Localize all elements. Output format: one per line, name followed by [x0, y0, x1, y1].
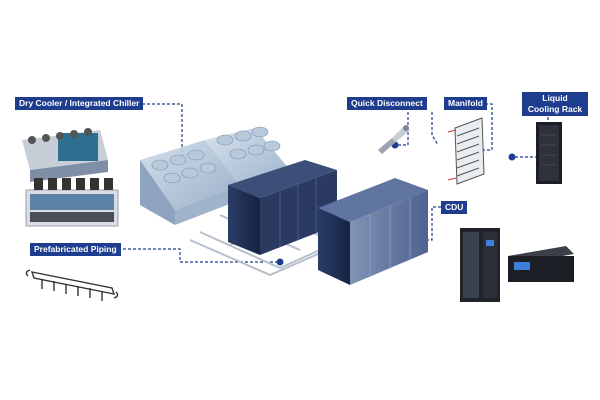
quick-disconnect-image	[378, 125, 410, 154]
prefabricated-piping-image	[25, 269, 119, 301]
label-cdu: CDU	[441, 201, 468, 214]
label-dry-cooler: Dry Cooler / Integrated Chiller	[15, 97, 144, 110]
liquid-cooling-rack-row-2	[318, 178, 428, 285]
liquid-cooling-rack-row-1	[228, 160, 337, 255]
integrated-chiller-image	[25, 178, 119, 227]
cdu-image	[460, 228, 574, 302]
manifold-image	[447, 117, 485, 185]
label-manifold: Manifold	[444, 97, 487, 110]
central-chiller-units	[140, 126, 290, 225]
label-prefabricated-piping: Prefabricated Piping	[30, 243, 121, 256]
label-quick-disconnect: Quick Disconnect	[347, 97, 427, 110]
dry-cooler-image	[22, 128, 108, 182]
liquid-cooling-rack-image	[536, 122, 562, 184]
label-liquid-cooling-rack: Liquid Cooling Rack	[522, 92, 588, 116]
